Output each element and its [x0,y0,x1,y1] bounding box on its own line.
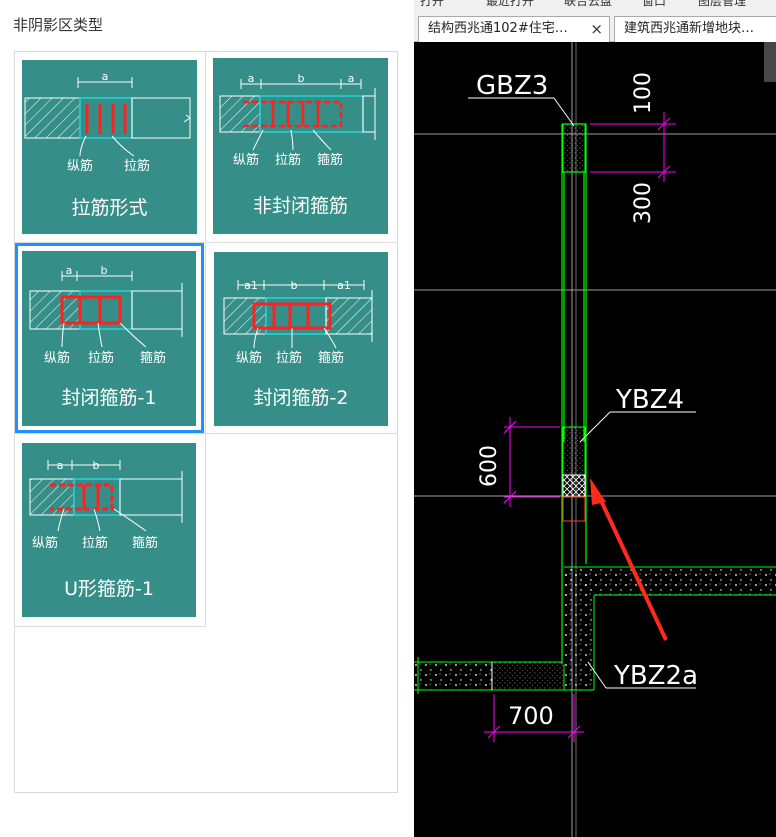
ybz2a-block [494,662,564,690]
label-stirrup: 箍筋 [140,350,166,366]
label-stirrup: 箍筋 [132,535,158,551]
dim-label: b [101,264,108,277]
label-tie: 拉筋 [88,350,114,366]
grid-cell [15,434,206,627]
dim-600: 600 [477,445,502,487]
tile-open-stirrup[interactable]: a b a 纵筋 拉筋 箍筋 非封闭箍筋 [213,58,388,234]
dim-label: b [93,459,100,472]
ybz4-block [562,426,586,476]
tab-structure-drawing[interactable]: 结构西兆通102#住宅… × [418,16,610,42]
label-stirrup: 箍筋 [317,152,343,168]
tab-label: 结构西兆通102#住宅… [428,21,568,36]
menu-item-open[interactable]: 打开 [420,0,445,8]
dim-label: a [102,70,109,83]
gbz3-block [562,123,586,173]
panel-title: 非阴影区类型 [13,16,104,34]
close-icon[interactable]: × [590,20,603,38]
label-gbz3: GBZ3 [476,71,548,101]
dim-label: a1 [337,279,351,292]
closed-stirrup-2-diagram: a1 b a1 纵筋 拉筋 箍筋 [223,279,373,366]
tile-caption: 封闭箍筋-2 [253,387,349,409]
menu-item-window[interactable]: 窗口 [642,0,667,8]
slab-left [414,662,494,690]
menu-item-cloud[interactable]: 联合云盘 [564,0,613,8]
label-tie: 拉筋 [276,350,302,366]
document-tab-bar: 结构西兆通102#住宅… × 建筑西兆通新增地块… [414,9,776,42]
dim-300: 300 [631,182,656,224]
label-tie: 拉筋 [82,535,108,551]
label-longitudinal: 纵筋 [32,535,58,551]
u-stirrup-1-diagram: a b 纵筋 拉筋 箍筋 [29,459,183,551]
menu-strip: 打开 最近打开 联合云盘 窗口 图层管理 [414,0,776,9]
dim-label: b [298,72,305,85]
non-shadow-type-panel: 非阴影区类型 a [13,16,398,793]
tile-caption: 非封闭箍筋 [252,195,348,217]
dim-100: 100 [631,72,656,114]
dim-label: a [348,72,355,85]
grid-cell [15,243,206,434]
menu-item-layers[interactable]: 图层管理 [698,0,747,8]
ybz4-red-block [562,496,586,522]
open-stirrup-diagram: a b a 纵筋 拉筋 箍筋 [219,72,376,168]
ybz4-cross-block [562,474,586,498]
cad-viewport[interactable]: 打开 最近打开 联合云盘 窗口 图层管理 结构西兆通102#住宅… × 建筑西兆… [414,0,776,837]
dim-label: a [248,72,255,85]
label-longitudinal: 纵筋 [236,350,262,366]
tile-closed-stirrup-1[interactable]: a b 纵筋 拉筋 箍筋 封闭箍筋-1 [22,251,196,426]
label-tie: 拉筋 [124,158,150,174]
label-ybz4: YBZ4 [615,385,684,415]
tab-label: 建筑西兆通新增地块… [624,21,755,36]
label-longitudinal: 纵筋 [67,158,93,174]
tile-caption: 封闭箍筋-1 [61,387,157,409]
red-arrow-icon [590,478,668,641]
dim-700: 700 [508,702,554,730]
corner-column [564,567,594,690]
label-ybz2a: YBZ2a [613,661,698,691]
dim-label: a1 [244,279,258,292]
tile-caption: 拉筋形式 [71,197,148,219]
leader-lines [468,97,696,689]
tile-tie-bar-form[interactable]: a 纵筋 拉筋 拉筋形式 [22,60,197,234]
label-stirrup: 箍筋 [318,350,344,366]
menu-item-recent[interactable]: 最近打开 [486,0,535,8]
dimension-lines [484,112,676,742]
label-longitudinal: 纵筋 [233,152,259,168]
tie-bar-form-diagram: a 纵筋 拉筋 [24,70,191,174]
grid-cell [206,52,398,243]
label-tie: 拉筋 [275,152,301,168]
dim-label: a [66,264,73,277]
grid-lines [414,42,776,837]
cad-drawing: 100 300 600 700 GBZ3 YBZ4 YBZ2a [414,42,776,837]
grid-cell [206,243,398,434]
slab-right [564,567,776,595]
tile-caption: U形箍筋-1 [64,578,154,600]
tile-u-stirrup-1[interactable]: a b 纵筋 拉筋 箍筋 U形箍筋-1 [22,443,196,617]
tab-architecture-drawing[interactable]: 建筑西兆通新增地块… [614,16,776,42]
grid-cell [15,52,206,243]
dim-label: b [291,279,298,292]
scrollbar-thumb[interactable] [764,42,776,82]
tile-grid [14,51,398,793]
tile-closed-stirrup-2[interactable]: a1 b a1 纵筋 拉筋 箍筋 封闭箍筋-2 [214,252,388,426]
dim-label: a [57,459,64,472]
label-longitudinal: 纵筋 [44,350,70,366]
closed-stirrup-1-diagram: a b 纵筋 拉筋 箍筋 [29,264,183,366]
